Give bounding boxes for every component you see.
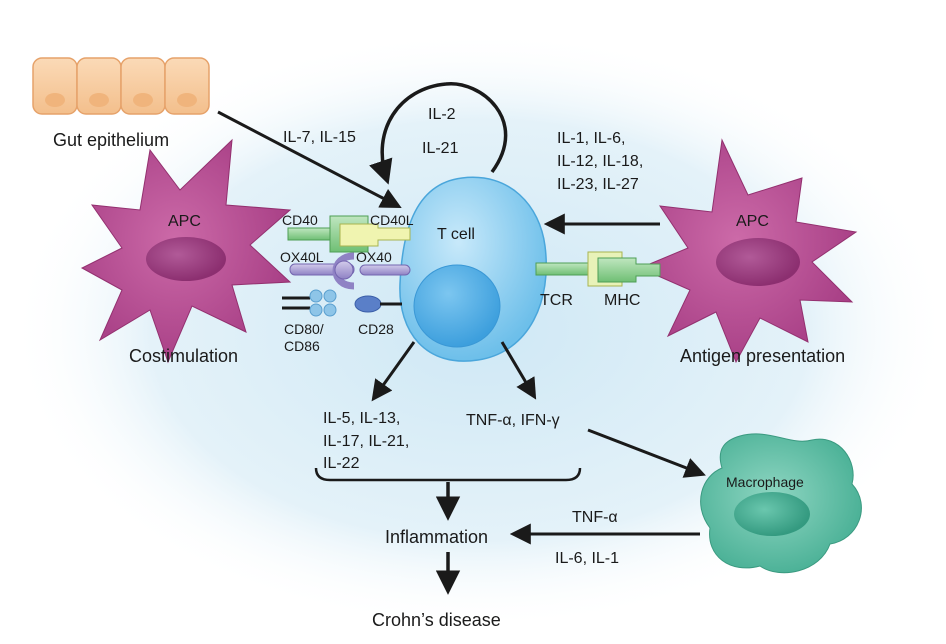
ifn-to-macrophage-arrow [587, 428, 706, 478]
apc-cytokines-line-3: IL-23, IL-27 [557, 176, 639, 193]
ox40-label: OX40 [356, 249, 392, 265]
macrophage-nucleus [734, 492, 810, 536]
cd80-label-line-2: CD86 [284, 338, 320, 354]
il21-label: IL-21 [422, 140, 459, 157]
costimulation-label: Costimulation [129, 346, 238, 366]
mhc-label: MHC [604, 292, 640, 309]
epithelial-cell [120, 57, 166, 115]
il7-il15-label: IL-7, IL-15 [283, 129, 356, 146]
ox40l-label: OX40L [280, 249, 324, 265]
tcell-to-effector-left-arrow [371, 341, 416, 402]
epithelial-cell [164, 57, 210, 115]
cd80-cd86-molecule [282, 289, 337, 317]
apc-cytokines-line-1: IL-1, IL-6, [557, 130, 625, 147]
apc-right-label: APC [736, 213, 769, 230]
t-cell-label: T cell [437, 226, 475, 243]
epithelial-cell [32, 57, 78, 115]
tcell-to-effector-right-arrow [500, 341, 537, 400]
macrophage-label: Macrophage [726, 474, 804, 490]
cd40l-label: CD40L [370, 212, 414, 228]
antigen-presentation-label: Antigen presentation [680, 346, 845, 366]
effector-left-line-2: IL-17, IL-21, [323, 433, 409, 450]
inflammation-label: Inflammation [385, 527, 488, 547]
il2-label: IL-2 [428, 106, 456, 123]
effector-left-line-1: IL-5, IL-13, [323, 410, 400, 427]
cd40-label: CD40 [282, 212, 318, 228]
t-cell-nucleus [413, 264, 501, 348]
effector-left-line-3: IL-22 [323, 455, 360, 472]
tcr-mhc-complex [535, 251, 661, 287]
cd28-label: CD28 [358, 321, 394, 337]
apc-left-nucleus [146, 237, 226, 281]
apc-left-label: APC [168, 213, 201, 230]
crohns-disease-label: Crohn’s disease [372, 610, 501, 630]
gut-epithelium [32, 57, 210, 115]
autocrine-loop-arrow [369, 82, 508, 185]
tcr-label: TCR [540, 292, 573, 309]
apc-right-nucleus [716, 238, 800, 286]
cd40-cd40l-complex [287, 215, 411, 253]
macrophage-tnf-label: TNF-α [572, 509, 618, 526]
apc-cytokines-line-2: IL-12, IL-18, [557, 153, 643, 170]
ox40l-ox40-complex [289, 252, 411, 290]
gut-epithelium-label: Gut epithelium [53, 130, 169, 150]
cd28-molecule [354, 295, 402, 313]
epithelial-cell [76, 57, 122, 115]
effector-bracket [314, 467, 582, 482]
effector-right-label: TNF-α, IFN-γ [466, 412, 560, 429]
cd80-label-line-1: CD80/ [284, 321, 324, 337]
macrophage-il-label: IL-6, IL-1 [555, 550, 619, 567]
epithelium-to-tcell-arrow [217, 110, 402, 208]
